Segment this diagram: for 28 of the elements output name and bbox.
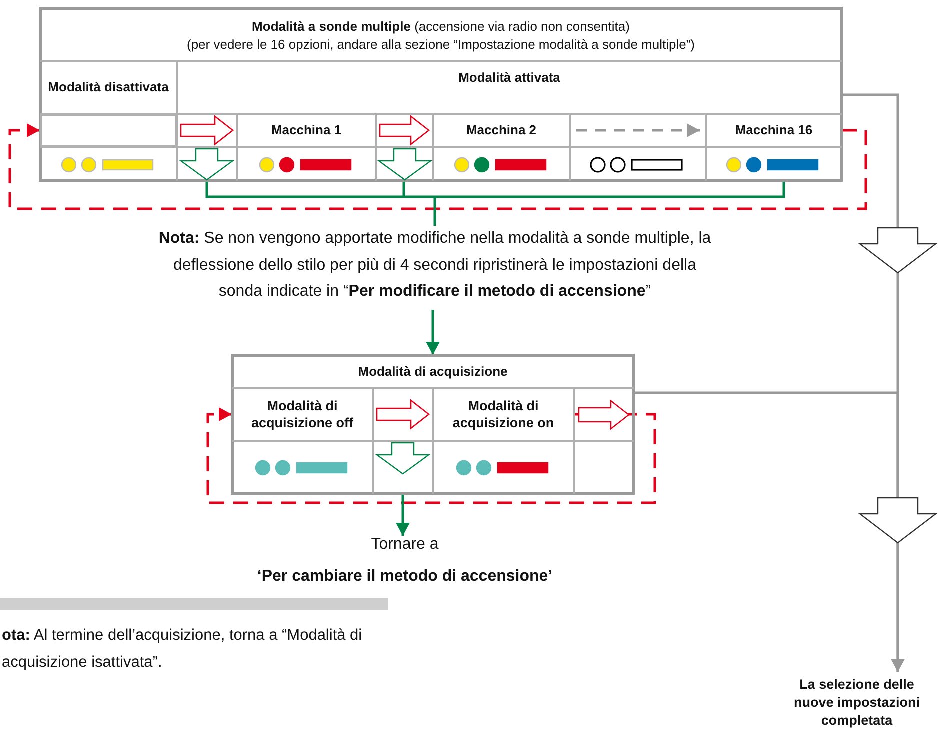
block-arrow [180, 115, 234, 146]
note-text: Nota: Se non vengono apportate modifiche nella modalità a sonde multiple, la deflessione dello stilo per più di 4 secondi ripristinerà le impostazioni della sonda indicate in “Per modificare il metodo di accensione” [158, 229, 712, 302]
empty-table-cell [40, 114, 177, 147]
connector-arrow [8, 124, 868, 210]
cell-label: Macchina 16 [734, 122, 814, 139]
table-subheading: (per vedere le 16 opzioni, andare alla sezione “Impostazione modalità a sonde multiple”) [186, 37, 696, 52]
cell-label: Modalità attivata [458, 70, 562, 85]
block-arrow [376, 399, 430, 430]
cell-label: Modalità di acquisizione on [452, 396, 556, 432]
connector-arrow [576, 124, 700, 138]
connector-line [206, 180, 786, 228]
cell-label: Modalità disattivata [47, 79, 170, 96]
connector-arrow [634, 392, 905, 672]
cell-label: Macchina 1 [270, 122, 343, 139]
table-panel [40, 8, 842, 181]
table-heading: Modalità a sonde multiple (accensione via radio non consentita) [251, 19, 631, 34]
connector-arrow [426, 310, 440, 355]
block-arrow [379, 115, 430, 146]
table-heading: Modalità di acquisizione [357, 364, 509, 379]
result-text: La selezione delle nuove impostazioni completata [792, 676, 921, 730]
instruction-text: Tornare a [370, 536, 440, 554]
section-reference: ‘Per cambiare il metodo di accensione’ [256, 568, 554, 586]
cell-label: Modalità di acquisizione off [250, 396, 354, 432]
connector-arrow [396, 494, 410, 536]
connector-arrow [206, 408, 656, 504]
note-text: ota: Al termine dell’acquisizione, torna a “Modalità di acquisizione isattivata”. [2, 626, 364, 673]
table-panel [232, 355, 634, 494]
cell-label: Macchina 2 [465, 122, 538, 139]
